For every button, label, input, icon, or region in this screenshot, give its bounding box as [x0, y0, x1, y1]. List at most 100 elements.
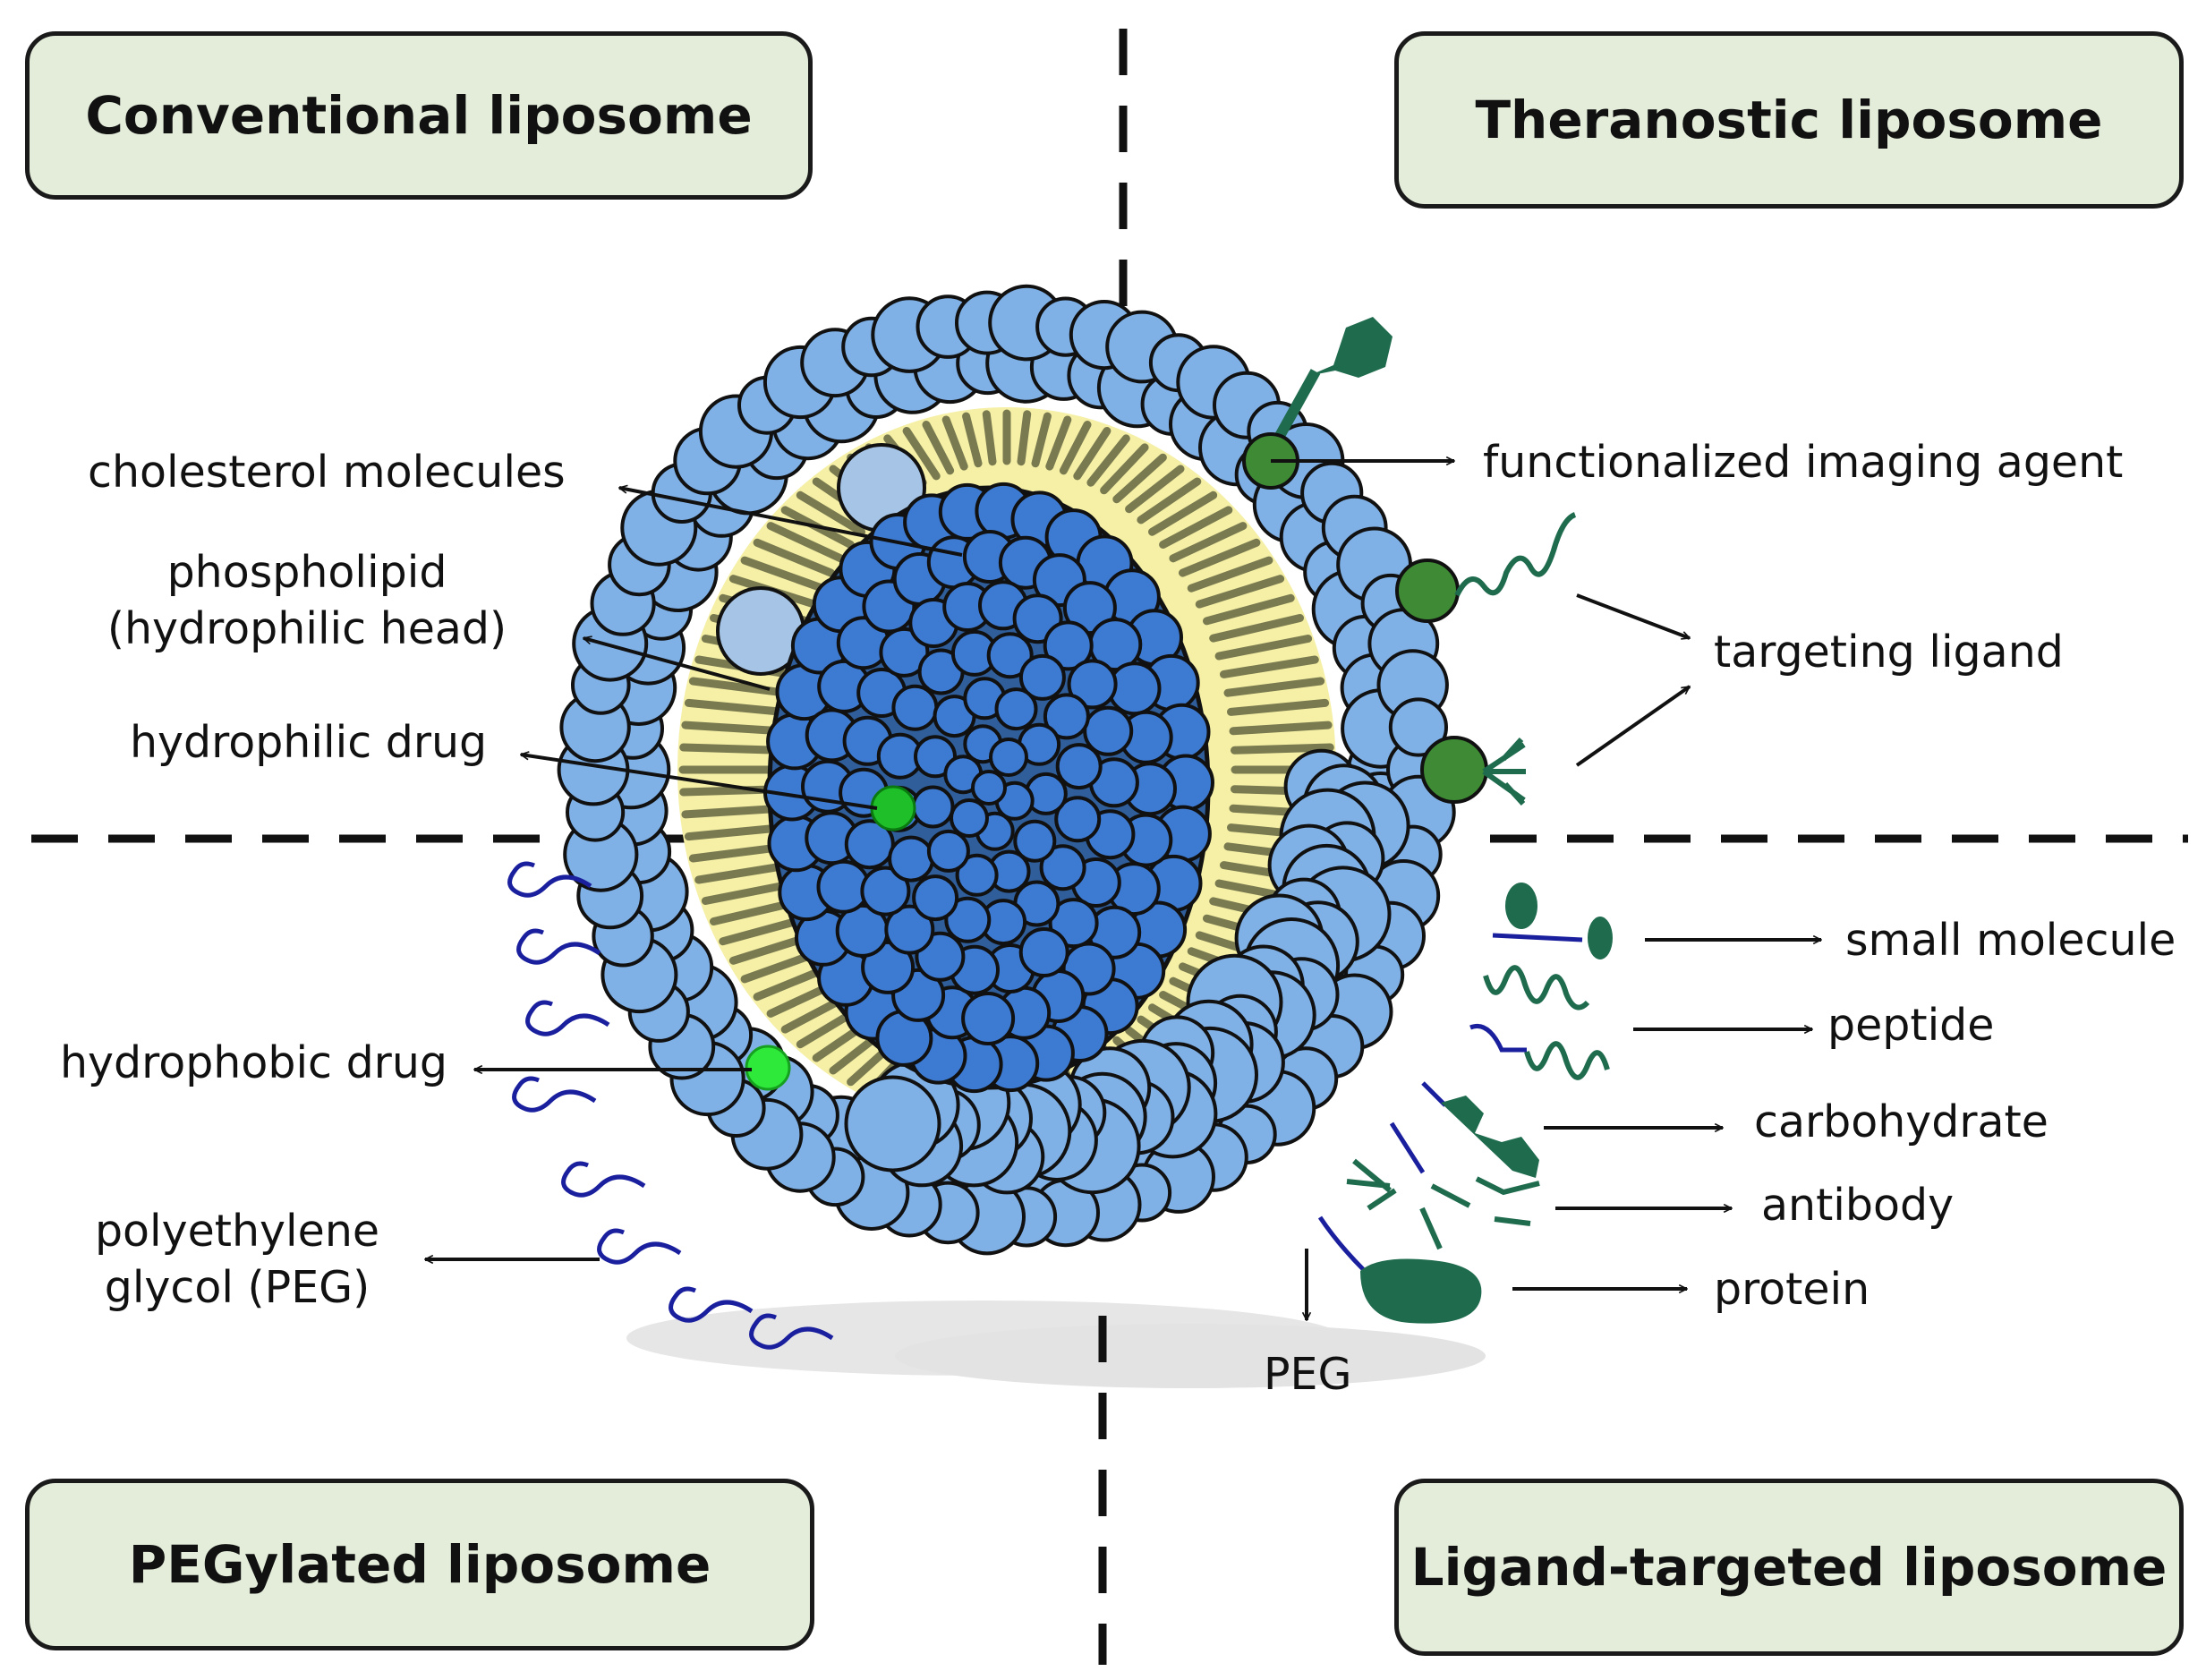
lipid-tail [1045, 415, 1072, 471]
lipid-tail [1073, 427, 1112, 481]
lipid-tail [679, 743, 783, 755]
label-carbohydrate: carbohydrate [1754, 1096, 2048, 1147]
lipid-tail [1229, 721, 1333, 736]
lipid-tail [766, 522, 845, 563]
peg-chain [669, 1286, 754, 1323]
inner-phospholipid-head [884, 904, 935, 955]
lipid-tail [962, 412, 983, 468]
inner-phospholipid-head [911, 785, 955, 829]
lipid-tail [982, 410, 997, 466]
inner-phospholipid-head [912, 874, 959, 922]
lipid-tail [740, 556, 827, 593]
shadow [626, 1301, 1486, 1388]
label-peg-line1: polyethylene [94, 1206, 380, 1257]
lipid-tail [1179, 538, 1261, 577]
inner-phospholipid-head [1039, 844, 1086, 891]
peg-chain [749, 1313, 834, 1350]
lipid-tail [1227, 698, 1330, 716]
inner-phospholipid-head [986, 632, 1034, 679]
theranostic-liposome-title: Theranostic liposome [1394, 31, 2184, 209]
inner-phospholipid-head [844, 819, 895, 870]
lipid-tail [1031, 412, 1052, 468]
lipid-tail [753, 538, 835, 577]
inner-phospholipid-head [994, 687, 1038, 731]
label-imaging-agent: functionalized imaging agent [1483, 437, 2124, 488]
ligand-targeted-liposome-title: Ligand-targeted liposome [1394, 1479, 2184, 1656]
inner-phospholipid-head [1054, 796, 1102, 843]
lipid-tail [1214, 635, 1313, 661]
lipid-tail [1148, 490, 1218, 536]
inner-phospholipid-head [971, 770, 1007, 806]
lipid-tail [1203, 593, 1295, 626]
lipid-tail [681, 804, 785, 819]
inner-phospholipid-head [926, 829, 970, 873]
label-peg-line2: glycol (PEG) [104, 1261, 371, 1313]
inner-phospholipid-head [1055, 743, 1103, 790]
label-antibody: antibody [1761, 1180, 1955, 1231]
lipid-tail [1059, 421, 1092, 475]
inner-phospholipid-heads [763, 482, 1214, 1094]
lipid-tail [1125, 465, 1185, 514]
lipid-tail [681, 721, 785, 736]
lipid-tail [1086, 434, 1130, 487]
lipid-tail [1169, 522, 1248, 563]
inner-phospholipid-head [961, 992, 1016, 1045]
label-protein: protein [1714, 1264, 1870, 1315]
inner-phospholipid-head [1048, 898, 1099, 949]
lipid-tail [1017, 410, 1032, 466]
inner-phospholipid-head [860, 866, 911, 917]
lipid-tail [1223, 677, 1325, 697]
lipid-tail [1209, 614, 1304, 643]
lipid-tail [1187, 556, 1273, 593]
lipid-tail [1220, 655, 1319, 678]
hydrophobic-drug-molecule [745, 1045, 791, 1091]
lipid-tail [684, 698, 787, 716]
hydrophilic-drug-molecule [870, 785, 916, 831]
ligand-attachments [1307, 883, 1613, 1324]
lipid-tail [688, 677, 790, 697]
inner-phospholipid-head [888, 835, 935, 883]
lipid-tail [1159, 506, 1233, 549]
quadrant-dividers [31, 29, 2188, 1665]
inner-phospholipid-head [861, 940, 916, 994]
label-phospholipid-line2: (hydrophilic head) [106, 602, 507, 654]
lipid-tail [1100, 443, 1149, 495]
peg-chain [507, 861, 592, 898]
lipid-tail [694, 861, 794, 884]
inner-phospholipid-head [950, 798, 989, 838]
phospholipid-head [1388, 697, 1449, 757]
inner-phospholipid-head [1018, 927, 1069, 977]
inner-phospholipid-head [1067, 659, 1118, 710]
inner-phospholipid-head [1018, 653, 1066, 701]
inner-phospholipid-head [944, 896, 992, 943]
lipid-tail [1231, 743, 1334, 755]
label-cholesterol: cholesterol molecules [88, 447, 566, 498]
peg-chain [597, 1228, 682, 1265]
label-hydrophilic-drug: hydrophilic drug [130, 717, 488, 768]
peg-chain [516, 928, 601, 965]
outer-phospholipid-heads [557, 284, 1456, 1256]
lipid-tail [1137, 477, 1202, 524]
peg-chains [507, 861, 834, 1350]
inner-phospholipid-head [1083, 705, 1134, 756]
label-peg-short: PEG [1264, 1349, 1352, 1400]
inner-phospholipid-head [1043, 693, 1090, 740]
lipid-tail [1112, 453, 1167, 504]
inner-phospholipid-head [1013, 819, 1057, 863]
peg-chain [512, 1076, 597, 1113]
inner-phospholipid-head [955, 853, 999, 897]
conventional-liposome-title: Conventional liposome [25, 31, 813, 200]
label-targeting-ligand: targeting ligand [1714, 627, 2064, 678]
inner-phospholipid-head [879, 627, 930, 678]
label-small-molecule: small molecule [1845, 915, 2176, 966]
targeting-ligand-molecules [1395, 512, 1577, 806]
peg-chain [525, 1000, 610, 1036]
lipid-tail [941, 415, 968, 471]
label-peptide: peptide [1827, 1000, 1995, 1051]
lipid-tail [902, 427, 941, 481]
label-peg-full: polyethylene glycol (PEG) [76, 1204, 398, 1316]
phospholipid-head [844, 1075, 941, 1173]
pegylated-liposome-title: PEGylated liposome [25, 1479, 814, 1650]
inner-phospholipid-head [891, 684, 939, 731]
label-arrows [425, 461, 1821, 1289]
